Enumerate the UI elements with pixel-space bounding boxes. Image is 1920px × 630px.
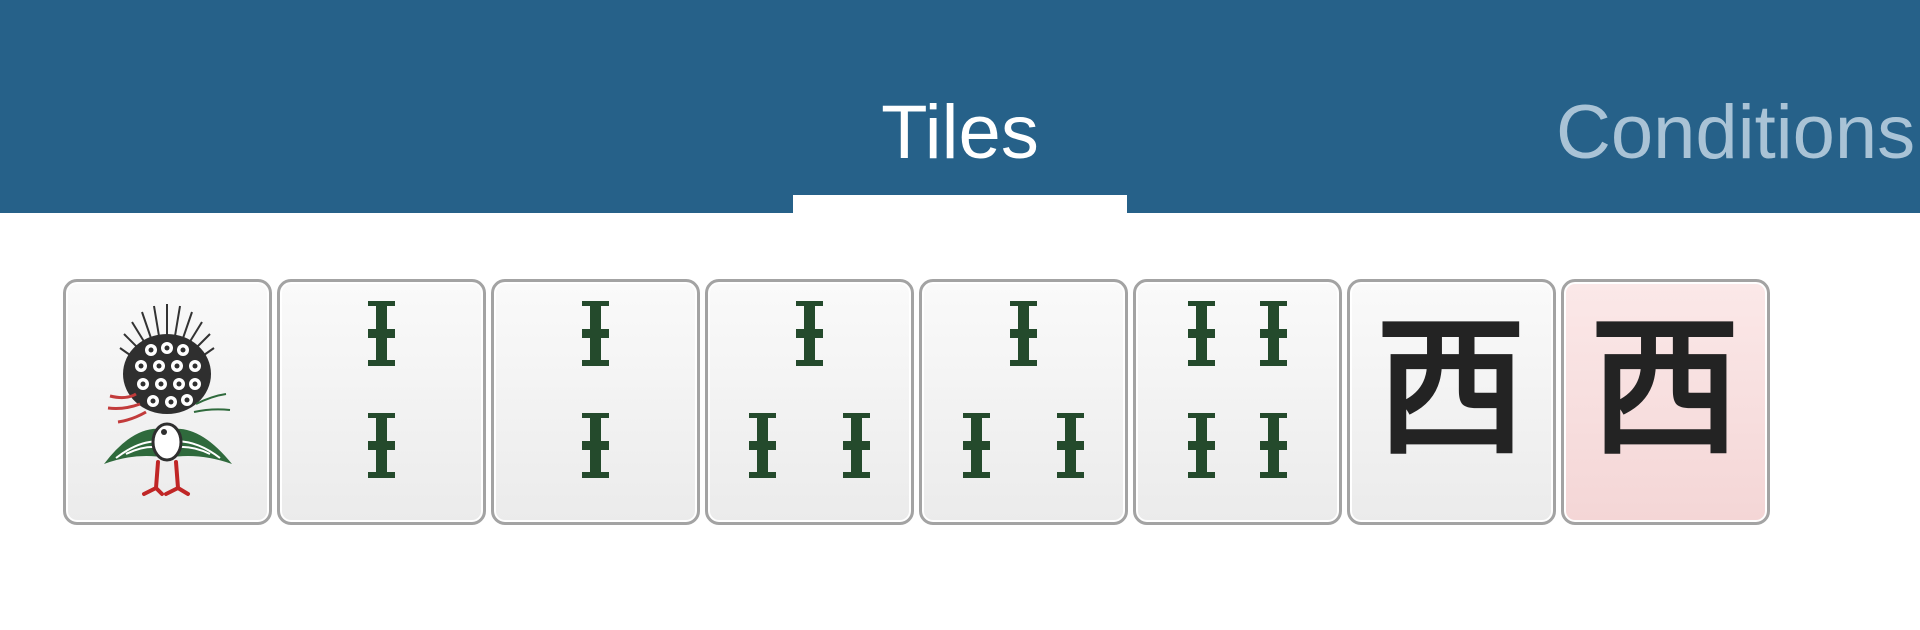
peacock-icon (104, 304, 232, 496)
bamboo-sticks-icon (1188, 301, 1287, 478)
tab-conditions[interactable]: Conditions (1556, 90, 1916, 175)
top-tab-bar: Tiles Conditions (0, 0, 1920, 213)
bamboo-sticks-icon (749, 301, 870, 478)
tab-tiles[interactable]: Tiles (881, 90, 1039, 175)
west-wind-glyph: 西 (1590, 302, 1740, 476)
tile-bamboo-4[interactable] (1133, 279, 1342, 525)
bamboo-sticks-icon (963, 301, 1084, 478)
west-wind-glyph: 西 (1376, 302, 1526, 476)
active-tab-indicator (793, 195, 1127, 213)
tile-west-wind[interactable]: 西 (1347, 279, 1556, 525)
tile-bamboo-1[interactable] (63, 279, 272, 525)
bamboo-sticks-icon (582, 301, 609, 478)
tile-bamboo-2[interactable] (491, 279, 700, 525)
bamboo-sticks-icon (368, 301, 395, 478)
tile-bamboo-2[interactable] (277, 279, 486, 525)
tile-west-wind-highlighted[interactable]: 西 (1561, 279, 1770, 525)
tile-bamboo-3[interactable] (919, 279, 1128, 525)
west-wind-icon: 西 (1376, 302, 1526, 476)
tile-bamboo-3[interactable] (705, 279, 914, 525)
west-wind-icon: 西 (1590, 302, 1740, 476)
